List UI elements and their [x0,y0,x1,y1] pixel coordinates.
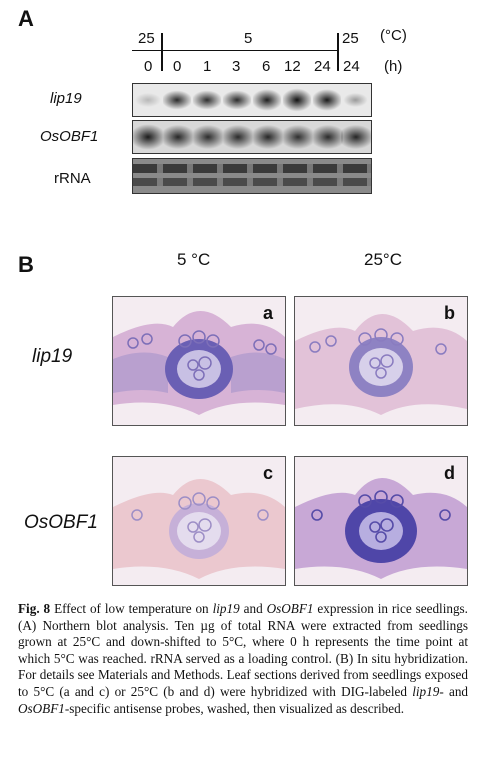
micrograph-c-image [113,457,285,585]
micrograph-d-letter: d [444,463,455,483]
band-lip19-7 [313,84,341,116]
micrograph-a: a [112,296,286,426]
band-osobf1-5 [253,121,283,153]
temp-label-25-right: 25 [342,30,359,47]
time-0-control: 0 [144,58,153,75]
micrograph-d-image [295,457,467,585]
time-24-control: 24 [343,58,360,75]
temp-divider-left [161,33,163,71]
caption-text-1: Effect of low temperature on [50,601,213,616]
time-1: 1 [203,58,212,75]
band-lip19-1 [135,84,161,116]
caption-gene-2: OsOBF1 [266,601,314,616]
band-lip19-8 [342,84,369,116]
row-label-lip19: lip19 [50,90,82,107]
row-label-rrna: rRNA [54,170,91,187]
band-rrna-upper [133,164,371,173]
band-lip19-2 [163,84,191,116]
blot-lip19 [132,83,372,117]
caption-text-4: - and [439,683,469,699]
panel-a-label: A [18,6,34,31]
band-lip19-6 [283,84,311,116]
panel-b-label: B [18,252,34,277]
micrograph-c-letter: c [262,463,273,483]
caption-text-3: expression in rice seedlings. (A) Northe… [18,601,468,699]
temp-underline [132,50,337,51]
band-osobf1-6 [283,121,313,153]
band-rrna-lower [133,178,371,186]
time-24: 24 [314,58,331,75]
micrograph-d: d [294,456,468,586]
band-osobf1-1 [133,121,163,153]
blot-rrna [132,158,372,194]
row-label-osobf1: OsOBF1 [40,128,99,145]
caption-fig-label: Fig. 8 [18,601,51,616]
micrograph-b-image [295,297,467,425]
col-header-25c: 25°C [364,250,402,269]
caption-gene-4: OsOBF1 [18,700,65,716]
micrograph-a-letter: a [262,303,273,323]
col-header-5c: 5 °C [177,250,211,269]
time-6: 6 [262,58,271,75]
caption-text-5: -specific antisense probes, washed, then… [64,700,404,716]
figure-caption: Fig. 8 Effect of low temperature on lip1… [18,601,468,717]
micrograph-c: c [112,456,286,586]
blot-osobf1 [132,120,372,154]
temp-label-25-left: 25 [138,30,155,47]
time-12: 12 [284,58,301,75]
band-lip19-4 [223,84,251,116]
row-header-osobf1: OsOBF1 [24,512,98,533]
micrograph-a-image [113,297,285,425]
temp-divider-right [337,33,339,71]
band-osobf1-8 [341,121,371,153]
band-osobf1-3 [193,121,223,153]
time-0: 0 [173,58,182,75]
temp-unit: (°C) [380,27,407,44]
band-osobf1-2 [163,121,193,153]
band-lip19-3 [193,84,221,116]
band-lip19-5 [253,84,281,116]
micrograph-b: b [294,296,468,426]
caption-text-2: and [239,601,267,616]
temp-label-5: 5 [244,30,253,47]
time-3: 3 [232,58,241,75]
time-unit: (h) [384,58,403,75]
caption-gene-1: lip19 [212,601,240,616]
row-header-lip19: lip19 [32,346,73,367]
band-osobf1-4 [223,121,253,153]
micrograph-b-letter: b [444,303,455,323]
caption-gene-3: lip19 [412,683,440,699]
band-osobf1-7 [313,121,343,153]
